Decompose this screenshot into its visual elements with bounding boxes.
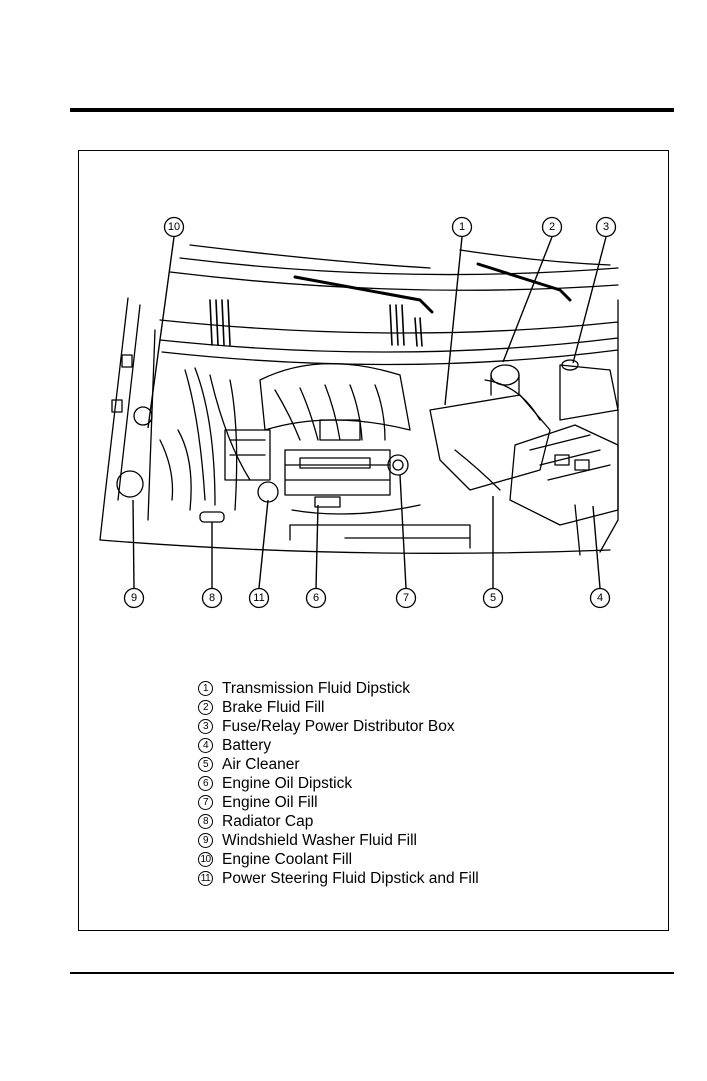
callout-label: 2 [549, 221, 555, 233]
legend-number: 8 [198, 814, 213, 829]
legend-item: 6 Engine Oil Dipstick [198, 774, 538, 793]
legend-item: 8 Radiator Cap [198, 812, 538, 831]
legend-item: 4 Battery [198, 736, 538, 755]
legend-number: 3 [198, 719, 213, 734]
legend-label: Air Cleaner [222, 755, 300, 774]
legend-number: 4 [198, 738, 213, 753]
legend-label: Windshield Washer Fluid Fill [222, 831, 417, 850]
legend-label: Radiator Cap [222, 812, 313, 831]
legend-label: Battery [222, 736, 271, 755]
legend-label: Engine Oil Dipstick [222, 774, 352, 793]
parts-legend: 1 Transmission Fluid Dipstick 2 Brake Flui… [198, 679, 538, 888]
callout-label: 4 [597, 592, 603, 604]
legend-item: 11 Power Steering Fluid Dipstick and Fill [198, 869, 538, 888]
legend-label: Engine Coolant Fill [222, 850, 352, 869]
legend-number: 11 [198, 871, 213, 886]
callout-label: 1 [459, 221, 465, 233]
callout-label: 11 [253, 592, 264, 604]
legend-item: 5 Air Cleaner [198, 755, 538, 774]
legend-item: 7 Engine Oil Fill [198, 793, 538, 812]
callout-label: 8 [209, 592, 215, 604]
legend-number: 1 [198, 681, 213, 696]
callout-label: 6 [313, 592, 319, 604]
legend-number: 7 [198, 795, 213, 810]
legend-label: Brake Fluid Fill [222, 698, 325, 717]
legend-label: Power Steering Fluid Dipstick and Fill [222, 869, 479, 888]
footer-rule [70, 972, 674, 974]
legend-number: 6 [198, 776, 213, 791]
legend-number: 5 [198, 757, 213, 772]
legend-label: Fuse/Relay Power Distributor Box [222, 717, 455, 736]
legend-number: 2 [198, 700, 213, 715]
legend-item: 9 Windshield Washer Fluid Fill [198, 831, 538, 850]
legend-item: 3 Fuse/Relay Power Distributor Box [198, 717, 538, 736]
legend-item: 10 Engine Coolant Fill [198, 850, 538, 869]
callout-label: 3 [603, 221, 609, 233]
callout-label: 10 [168, 221, 180, 233]
legend-number: 10 [198, 852, 213, 867]
legend-number: 9 [198, 833, 213, 848]
legend-item: 1 Transmission Fluid Dipstick [198, 679, 538, 698]
legend-label: Engine Oil Fill [222, 793, 318, 812]
callout-label: 9 [131, 592, 137, 604]
legend-label: Transmission Fluid Dipstick [222, 679, 410, 698]
callout-label: 5 [490, 592, 496, 604]
legend-item: 2 Brake Fluid Fill [198, 698, 538, 717]
callout-label: 7 [403, 592, 409, 604]
